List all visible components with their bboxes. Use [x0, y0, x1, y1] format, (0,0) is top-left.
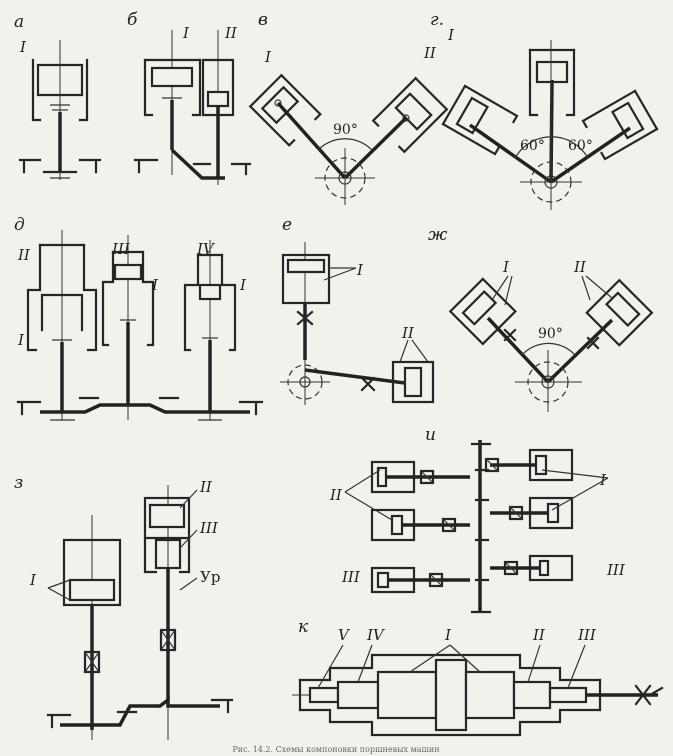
panel-d-label-I-1: I [17, 331, 25, 349]
panel-k-label-V: V [338, 626, 351, 644]
panel-z-note: Ур [200, 568, 220, 586]
panel-v-letter: в [258, 10, 268, 30]
panel-v-label-2: II [423, 44, 437, 62]
panel-b-label-1: I [182, 24, 190, 42]
panel-g: г. I 60° 60° [430, 10, 659, 210]
panel-k-label-IV: IV [366, 626, 386, 644]
panel-k-label-III: III [577, 626, 597, 644]
panel-d-label-II: II [17, 246, 31, 264]
panel-d-label-I-2: I [151, 276, 159, 294]
panel-g-label-1: I [447, 26, 455, 44]
panel-e: е I II [280, 215, 435, 405]
panel-zh: ж I II 90° [428, 225, 654, 412]
panel-i-label-I: I [599, 471, 607, 489]
panel-i-label-III-2: III [606, 561, 626, 579]
panel-zh-letter: ж [428, 225, 448, 245]
panel-v-angle: 90° [333, 122, 358, 138]
panel-v: в I II 90° [248, 10, 449, 205]
panel-i-label-III-1: III [341, 568, 361, 586]
panel-a-letter: а [14, 12, 24, 32]
panel-b: б I II [127, 10, 252, 185]
panel-b-letter: б [127, 10, 138, 30]
panel-k: к V IV I II III [292, 617, 664, 737]
panel-g-letter: г. [430, 10, 444, 30]
panel-e-letter: е [282, 215, 292, 235]
panel-z-label-III: III [199, 519, 219, 537]
panel-z-letter: з [14, 473, 23, 493]
panel-d-label-IV: IV [196, 240, 216, 258]
panel-i-letter: и [425, 425, 436, 445]
panel-a-label-1: I [19, 38, 27, 56]
panel-d-letter: д [14, 215, 25, 235]
panel-d: д II III IV I I I [14, 215, 264, 421]
panel-i-label-II: II [329, 486, 343, 504]
panel-g-angle-1: 60° [520, 138, 545, 154]
panel-zh-label-I: I [502, 258, 510, 276]
panel-z: з I II III Ур [14, 473, 234, 740]
panel-zh-angle: 90° [538, 326, 563, 342]
panel-d-label-III: III [111, 240, 131, 258]
panel-e-label-II: II [401, 324, 415, 342]
panel-a: а I [14, 12, 102, 180]
panel-e-label-I: I [356, 261, 364, 279]
panel-v-label-1: I [264, 48, 272, 66]
panel-b-label-2: II [224, 24, 238, 42]
panel-k-label-I: I [444, 626, 452, 644]
panel-i: и II I III III [329, 425, 626, 614]
panel-k-letter: к [298, 617, 309, 637]
panel-z-label-II: II [199, 478, 213, 496]
figure-caption: Рис. 14.2. Схемы компоновки поршневых ма… [232, 745, 439, 754]
panel-z-label-I: I [29, 571, 37, 589]
panel-g-angle-2: 60° [568, 138, 593, 154]
panel-zh-label-II: II [573, 258, 587, 276]
panel-k-label-II: II [532, 626, 546, 644]
panel-d-label-I-3: I [239, 276, 247, 294]
